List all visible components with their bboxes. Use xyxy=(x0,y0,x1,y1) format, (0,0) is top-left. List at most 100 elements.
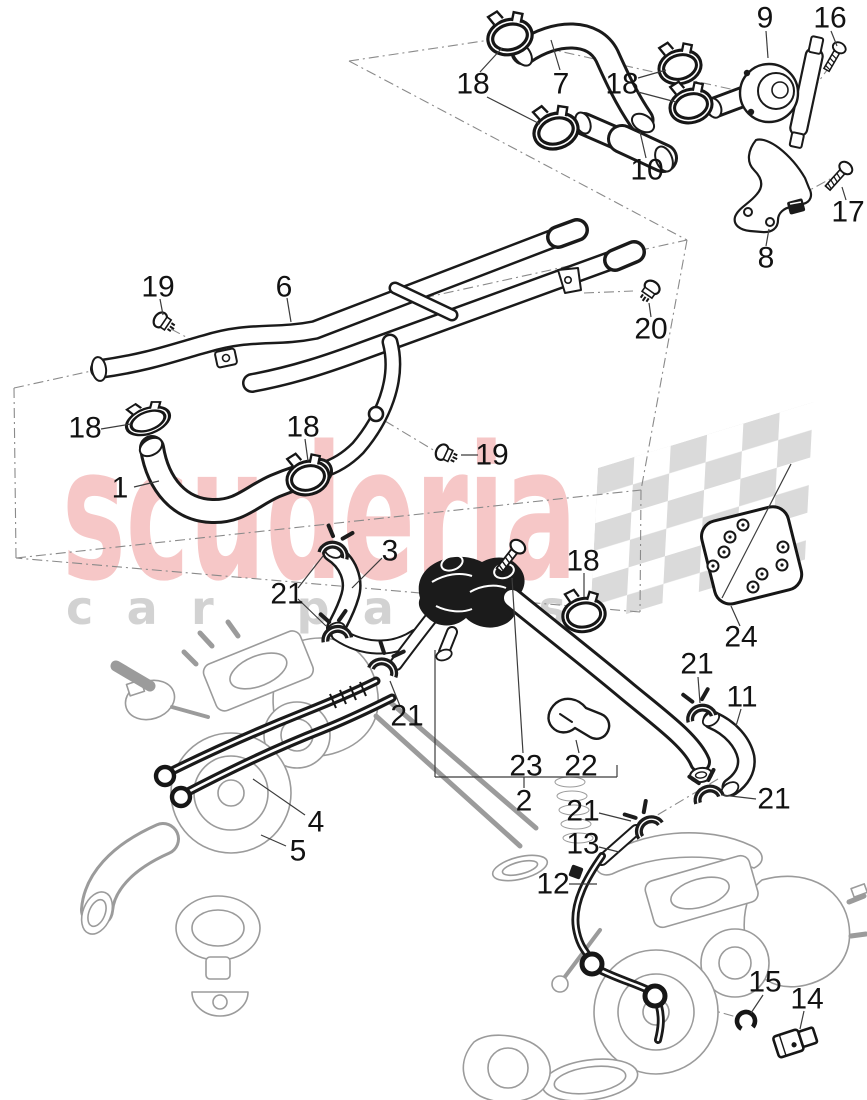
part-label-21: 21 xyxy=(757,783,790,816)
part-label-14: 14 xyxy=(790,983,823,1016)
construction-line xyxy=(807,65,831,97)
fasteners xyxy=(149,39,856,1059)
part-label-10: 10 xyxy=(630,154,663,187)
leader-line xyxy=(637,91,677,103)
construction-line xyxy=(348,39,491,62)
part-label-12: 12 xyxy=(536,868,569,901)
part-hose-10 xyxy=(572,111,678,173)
construction-line xyxy=(640,239,688,491)
part-label-1: 1 xyxy=(112,472,129,505)
construction-line xyxy=(348,60,688,241)
construction-line xyxy=(665,996,741,1019)
leader-line xyxy=(639,131,647,159)
bolt-17 xyxy=(821,158,856,194)
part-label-19: 19 xyxy=(141,271,174,304)
part-holder-22 xyxy=(547,697,611,740)
banjo-bolt-14 xyxy=(772,1026,819,1059)
part-label-16: 16 xyxy=(813,2,846,35)
part-label-3: 3 xyxy=(382,535,399,568)
turbocharger-left-outline xyxy=(76,619,594,1017)
leader-line xyxy=(799,1010,805,1030)
leader-line xyxy=(730,605,741,627)
part-label-21: 21 xyxy=(390,700,423,733)
part-label-2: 2 xyxy=(516,785,533,818)
leader-line xyxy=(511,577,524,754)
leader-line xyxy=(133,480,160,488)
part-label-21: 21 xyxy=(270,578,303,611)
leader-line xyxy=(648,302,652,318)
part-label-7: 7 xyxy=(553,68,570,101)
leader-line xyxy=(297,555,324,589)
leader-lines xyxy=(100,30,847,1030)
construction-line xyxy=(384,420,436,452)
part-pipe-12 xyxy=(568,856,668,1040)
part-pipe-assembly-6 xyxy=(90,218,646,470)
part-label-13: 13 xyxy=(566,828,599,861)
part-junction-valve xyxy=(338,554,525,664)
leader-line xyxy=(637,69,667,79)
leader-line xyxy=(304,438,309,462)
construction-line xyxy=(544,47,745,93)
part-water-pump-9 xyxy=(705,35,825,149)
part-label-18: 18 xyxy=(456,68,489,101)
leader-line xyxy=(286,297,292,323)
bolt-20 xyxy=(635,276,664,307)
leader-line xyxy=(598,812,632,822)
part-pipes-4-5 xyxy=(153,681,392,809)
leader-line xyxy=(351,557,383,589)
part-label-17: 17 xyxy=(831,196,864,229)
leader-line xyxy=(765,30,769,59)
part-label-11: 11 xyxy=(726,681,757,714)
leader-line xyxy=(575,739,580,754)
part-label-24: 24 xyxy=(724,621,757,654)
leader-line xyxy=(297,598,327,627)
leader-line xyxy=(100,423,132,430)
part-label-19: 19 xyxy=(475,439,508,472)
turbocharger-right-outline xyxy=(462,832,867,1100)
part-label-22: 22 xyxy=(564,750,597,783)
leader-line xyxy=(697,676,701,704)
part-label-4: 4 xyxy=(308,806,325,839)
construction-line xyxy=(13,387,17,559)
leader-line xyxy=(550,39,561,71)
part-label-20: 20 xyxy=(634,313,667,346)
part-plate-24 xyxy=(700,505,804,606)
construction-line xyxy=(639,489,642,613)
leader-line xyxy=(721,463,792,599)
part-label-5: 5 xyxy=(290,835,307,868)
leader-line xyxy=(260,834,287,847)
leader-line xyxy=(735,708,742,727)
part-hose-11 xyxy=(701,709,746,797)
part-label-21: 21 xyxy=(680,648,713,681)
leader-line xyxy=(721,794,757,800)
leader-line xyxy=(252,778,306,816)
part-label-8: 8 xyxy=(758,242,775,275)
part-label-21: 21 xyxy=(566,795,599,828)
part-label-6: 6 xyxy=(276,271,293,304)
construction-line xyxy=(583,290,634,294)
washer-15 xyxy=(734,1009,758,1033)
part-label-18: 18 xyxy=(68,412,101,445)
leader-line xyxy=(765,228,770,247)
part-hose-1 xyxy=(138,434,320,511)
leader-line xyxy=(830,30,838,47)
part-bracket-8 xyxy=(733,138,813,234)
leader-line xyxy=(159,298,164,316)
construction-line xyxy=(648,778,719,821)
leader-line xyxy=(479,47,503,73)
leader-line xyxy=(389,680,401,707)
part-label-18: 18 xyxy=(286,411,319,444)
part-label-23: 23 xyxy=(509,750,542,783)
part-label-9: 9 xyxy=(757,2,774,35)
part-label-18: 18 xyxy=(566,545,599,578)
leader-line xyxy=(598,846,620,853)
bolt-19-left xyxy=(149,308,180,337)
leader-line xyxy=(841,186,847,201)
part-label-18: 18 xyxy=(605,68,638,101)
leader-line xyxy=(750,994,764,1014)
part-label-15: 15 xyxy=(748,966,781,999)
leader-line xyxy=(486,96,541,125)
